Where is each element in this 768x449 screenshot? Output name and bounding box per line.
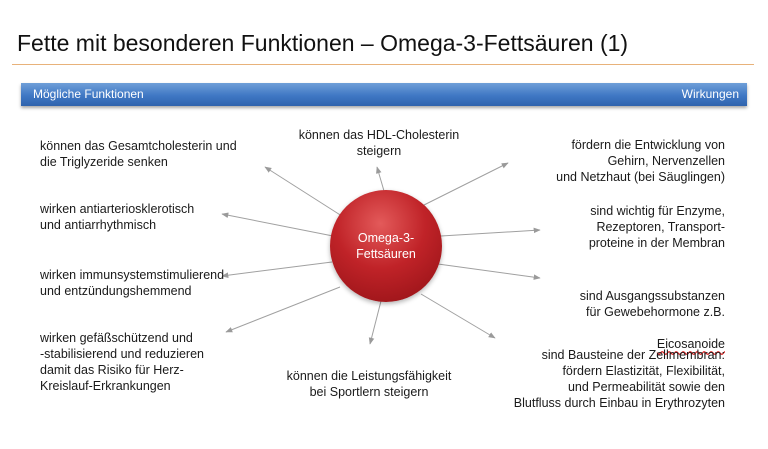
slide-title: Fette mit besonderen Funktionen – Omega-… (17, 30, 629, 56)
item-performance: können die Leistungsfähigkeit bei Sportl… (286, 369, 452, 399)
header-bar: Mögliche Funktionen Wirkungen (21, 83, 747, 106)
arrow-to-hdl (376, 166, 385, 192)
arrow-to-hormones (437, 263, 541, 280)
item-development: fördern die Entwicklung von Gehirn, Nerv… (556, 138, 725, 184)
center-label-line1: Omega-3- (357, 231, 415, 245)
arrow-to-antiarterio (221, 212, 334, 237)
item-hormones-text: sind Ausgangssubstanzen für Gewebehormon… (579, 289, 725, 319)
title-divider (12, 64, 754, 65)
item-hdl: können das HDL-Cholesterin steigern (298, 128, 460, 158)
item-hormones: sind Ausgangssubstanzen für Gewebehormon… (540, 272, 725, 352)
arrow-to-vessels (225, 286, 341, 333)
center-label-line2: Fettsäuren (356, 247, 416, 261)
arrow-to-performance (368, 300, 382, 345)
item-membrane: sind Bausteine der Zellmembran: fördern … (513, 348, 725, 410)
center-node-omega3: Omega-3- Fettsäuren (330, 190, 442, 302)
header-right-label: Wirkungen (681, 87, 739, 101)
arrow-to-development (419, 162, 509, 208)
arrow-to-cholesterol (264, 166, 346, 219)
item-hormones-eicosanoide: Eicosanoide (656, 337, 725, 351)
item-vessels: wirken gefäßschützend und -stabilisieren… (40, 331, 204, 393)
header-left-label: Mögliche Funktionen (33, 87, 144, 101)
item-immune: wirken immunsystemstimulierend und entzü… (40, 268, 225, 298)
arrow-to-membrane (420, 293, 496, 339)
arrow-to-immune (221, 261, 333, 278)
arrow-to-enzymes (440, 227, 541, 237)
item-enzymes: sind wichtig für Enzyme, Rezeptoren, Tra… (588, 204, 725, 250)
item-antiarterio: wirken antiarteriosklerotisch und antiar… (40, 202, 195, 232)
item-cholesterol: können das Gesamtcholesterin und die Tri… (40, 139, 237, 169)
